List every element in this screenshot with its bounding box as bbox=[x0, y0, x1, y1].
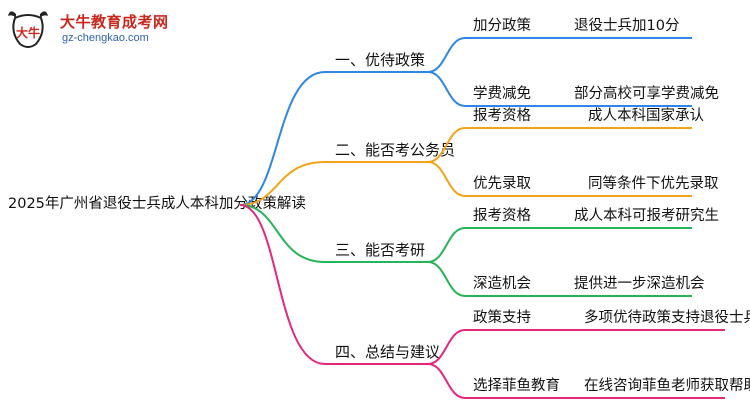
leaf-key[interactable]: 学费减免 bbox=[473, 85, 531, 102]
bull-logo-icon: 大牛 bbox=[8, 11, 48, 48]
brand-url: gz-chengkao.com bbox=[62, 32, 149, 44]
leaf-item: 优先录取 同等条件下优先录取 bbox=[427, 161, 719, 197]
leaf-item: 政策支持 多项优待政策支持退役士兵 bbox=[427, 309, 750, 365]
logo-glyph: 大牛 bbox=[16, 25, 40, 40]
leaf-value: 成人本科国家承认 bbox=[588, 107, 704, 124]
leaf-key[interactable]: 加分政策 bbox=[473, 17, 531, 34]
branch-connector bbox=[239, 204, 326, 263]
leaf-value: 退役士兵加10分 bbox=[574, 17, 679, 34]
brand-logo[interactable]: 大牛 大牛教育成考网 gz-chengkao.com bbox=[6, 6, 236, 52]
leaf-key[interactable]: 选择菲鱼教育 bbox=[473, 376, 560, 394]
leaf-value: 提供进一步深造机会 bbox=[574, 275, 705, 292]
leaf-item: 报考资格 成人本科国家承认 bbox=[427, 107, 704, 163]
leaf-connector bbox=[427, 161, 466, 197]
leaf-connector bbox=[427, 261, 466, 297]
leaf-connector bbox=[427, 71, 466, 107]
leaf-key[interactable]: 报考资格 bbox=[473, 207, 531, 224]
leaf-value: 成人本科可报考研究生 bbox=[574, 207, 719, 224]
leaf-value: 在线咨询菲鱼老师获取帮助 bbox=[584, 376, 750, 394]
branch-label[interactable]: 二、能否考公务员 bbox=[335, 141, 455, 159]
leaf-connector bbox=[427, 37, 466, 73]
root-topic: 2025年广州省退役士兵成人本科加分政策解读 bbox=[8, 195, 306, 212]
leaf-value: 部分高校可享学费减免 bbox=[574, 85, 719, 102]
branch-connector bbox=[239, 71, 326, 206]
leaf-connector bbox=[427, 227, 466, 263]
leaf-connector bbox=[427, 329, 466, 365]
leaf-item: 学费减免 部分高校可享学费减免 bbox=[427, 71, 719, 107]
leaf-connector bbox=[427, 363, 466, 399]
leaf-item: 深造机会 提供进一步深造机会 bbox=[427, 261, 705, 297]
branch-label[interactable]: 三、能否考研 bbox=[335, 241, 425, 259]
leaf-value: 多项优待政策支持退役士兵 bbox=[584, 309, 750, 326]
brand-name: 大牛教育成考网 bbox=[60, 13, 169, 31]
leaf-value: 同等条件下优先录取 bbox=[588, 174, 719, 192]
leaf-connector bbox=[427, 127, 466, 163]
leaf-key[interactable]: 政策支持 bbox=[473, 309, 531, 326]
branch-label[interactable]: 一、优待政策 bbox=[335, 51, 425, 69]
branch-connector bbox=[239, 161, 326, 206]
branch-label[interactable]: 四、总结与建议 bbox=[335, 343, 440, 361]
leaf-item: 加分政策 退役士兵加10分 bbox=[427, 17, 692, 73]
leaf-key[interactable]: 报考资格 bbox=[473, 107, 531, 124]
leaf-item: 选择菲鱼教育 在线咨询菲鱼老师获取帮助 bbox=[427, 363, 750, 399]
leaf-key[interactable]: 优先录取 bbox=[473, 175, 531, 192]
leaf-item: 报考资格 成人本科可报考研究生 bbox=[427, 207, 719, 263]
leaf-key[interactable]: 深造机会 bbox=[473, 275, 531, 292]
branch-connector bbox=[239, 204, 326, 365]
